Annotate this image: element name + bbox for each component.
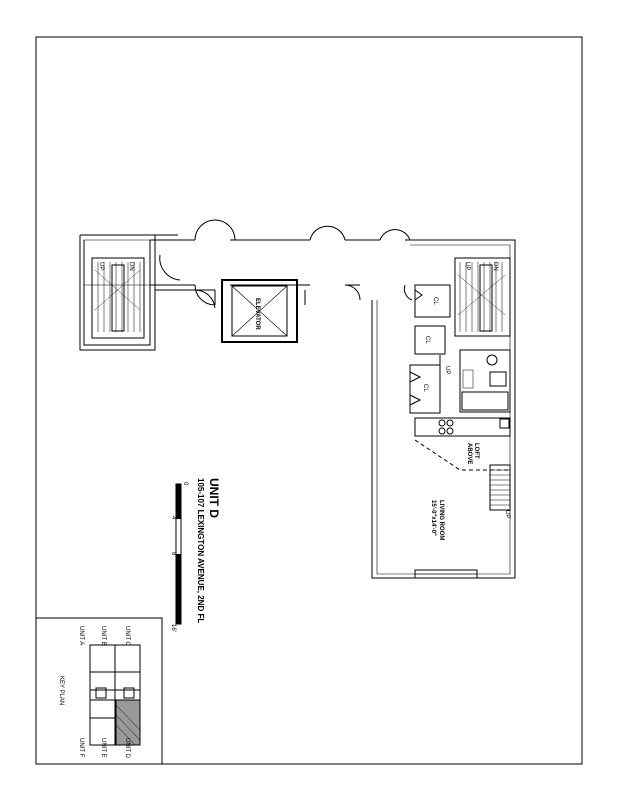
key-unit-a: UNIT A — [78, 626, 84, 645]
sheet-border — [35, 36, 583, 765]
living-room-label: LIVING ROOM — [438, 500, 444, 540]
closet-label-1: CL — [432, 297, 438, 305]
address-title: 105-107 LEXINGTON AVENUE, 2ND FL — [196, 478, 205, 623]
stair-down-label-left: DN — [128, 262, 134, 271]
scale-tick-16: 16' — [170, 624, 176, 632]
living-room-dims: 15'-0"x14'-0" — [430, 500, 436, 536]
key-plan: KEY PLAN UNIT C UNIT B UNIT A UNIT D UNI… — [35, 617, 163, 765]
key-unit-e: UNIT E — [100, 738, 106, 758]
stair-down-label-right: DN — [492, 262, 498, 271]
floor-plan — [79, 219, 516, 579]
unit-title: UNIT D — [207, 478, 221, 518]
elevator-label: ELEVATOR — [254, 298, 260, 330]
closet-label-3: CL — [422, 384, 428, 392]
bath-stair-up-label: UP — [444, 366, 450, 374]
loft-label: LOFT — [473, 443, 479, 459]
closet-label-2: CL — [424, 336, 430, 344]
living-stair-up-label: UP — [504, 510, 510, 518]
scale-bar: 0 4' 8' 16' — [170, 482, 188, 632]
scale-tick-0: 0 — [182, 482, 188, 486]
key-unit-f: UNIT F — [78, 738, 84, 758]
key-unit-b: UNIT B — [100, 626, 106, 646]
loft-sub-label: ABOVE — [466, 443, 472, 464]
stair-up-label-right: UP — [464, 262, 470, 270]
stair-up-label-left: UP — [98, 262, 104, 270]
key-unit-c: UNIT C — [124, 626, 130, 647]
key-unit-d: UNIT D — [124, 738, 130, 759]
key-plan-title: KEY PLAN — [58, 676, 64, 705]
scale-tick-4: 4' — [170, 516, 176, 520]
scale-tick-8: 8' — [170, 552, 176, 556]
